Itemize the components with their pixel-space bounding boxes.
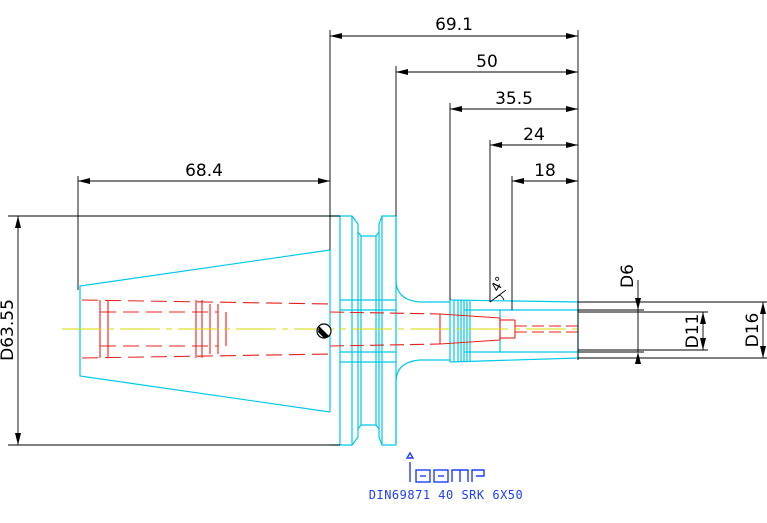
dim-length-24: 24 bbox=[523, 125, 545, 145]
dimension-lines bbox=[8, 30, 767, 446]
dim-bore-d6: D6 bbox=[618, 264, 638, 288]
holder-outline bbox=[79, 215, 579, 446]
brand-logo bbox=[405, 451, 485, 483]
coolant-ball-icon bbox=[316, 323, 332, 339]
dim-nose-d16: D16 bbox=[743, 313, 763, 348]
dim-angle: 4° bbox=[489, 274, 509, 294]
dimension-arrows bbox=[15, 33, 766, 445]
dim-flange-diameter: D63.55 bbox=[0, 299, 18, 361]
dim-length-18: 18 bbox=[534, 161, 556, 181]
dim-total-length: 69.1 bbox=[435, 15, 473, 35]
dim-length-50: 50 bbox=[476, 52, 498, 72]
dim-bore-d11: D11 bbox=[683, 314, 703, 349]
dim-taper-length: 68.4 bbox=[185, 161, 223, 181]
drawing-caption: DIN69871 40 SRK 6X50 bbox=[369, 488, 524, 502]
dim-length-35-5: 35.5 bbox=[495, 89, 533, 109]
